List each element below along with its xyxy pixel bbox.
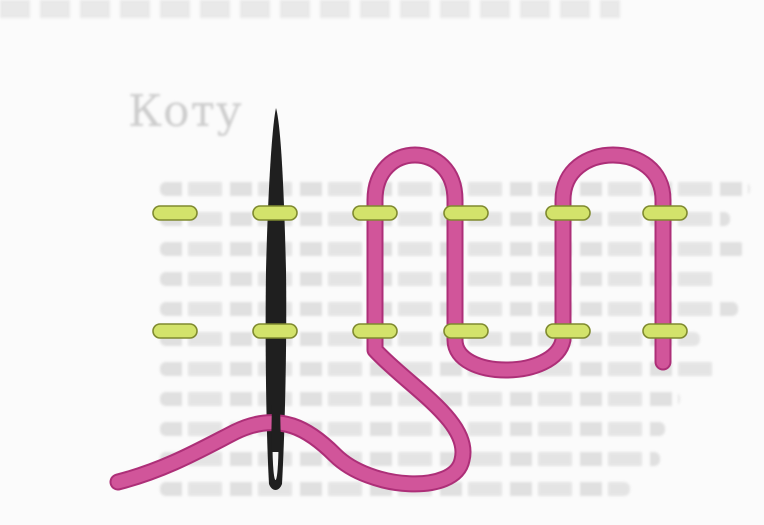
couching-stitch-row2-4 xyxy=(444,324,488,338)
thread-fill xyxy=(118,155,663,484)
couching-stitch-row1-2 xyxy=(253,206,297,220)
couching-stitch-row1-1 xyxy=(153,206,197,220)
couching-stitch-row1-6 xyxy=(643,206,687,220)
couching-stitch-row1-5 xyxy=(546,206,590,220)
couching-stitches xyxy=(153,206,687,338)
couching-stitch-row1-3 xyxy=(353,206,397,220)
needle-shaft-front xyxy=(271,402,281,452)
couching-stitch-row2-3 xyxy=(353,324,397,338)
pink-thread xyxy=(118,155,663,484)
thread-outline xyxy=(118,155,663,484)
couching-stitch-row2-5 xyxy=(546,324,590,338)
couching-stitch-row2-1 xyxy=(153,324,197,338)
couching-stitch-row2-6 xyxy=(643,324,687,338)
couching-stitch-row2-2 xyxy=(253,324,297,338)
couching-stitch-row1-4 xyxy=(444,206,488,220)
